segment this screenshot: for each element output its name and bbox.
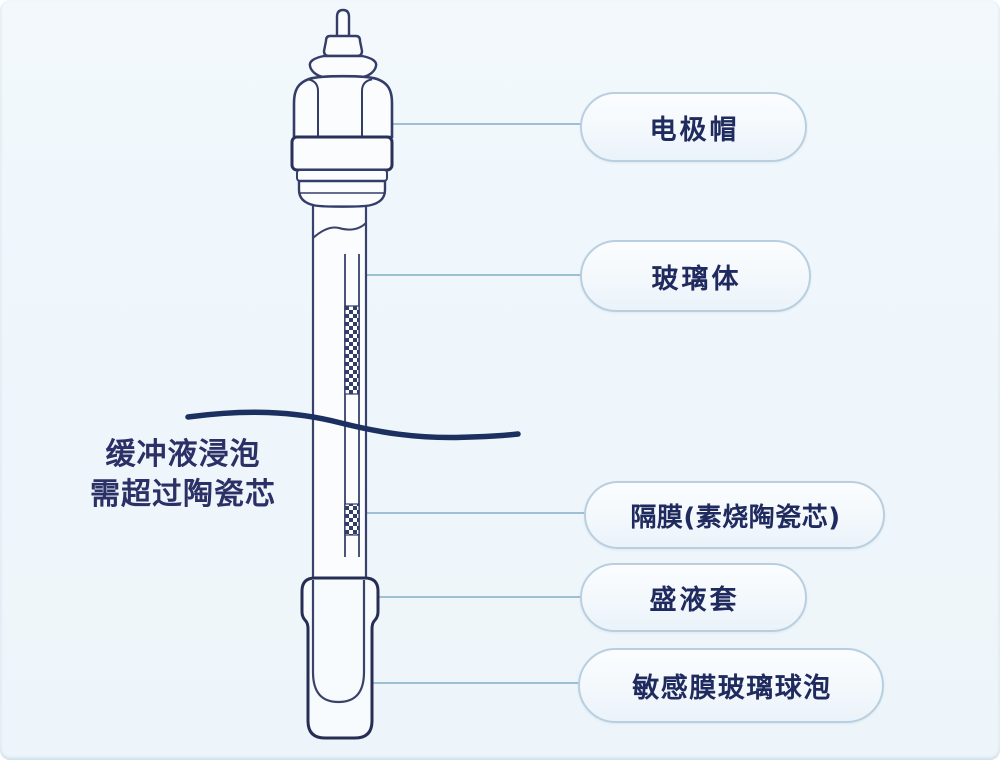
label-pill-sleeve: 盛液套: [580, 563, 807, 632]
pin-base: [322, 34, 364, 58]
buffer-annotation-line1: 缓冲液浸泡: [105, 437, 261, 472]
label-pill-bulb: 敏感膜玻璃球泡: [578, 648, 884, 723]
buffer-annotation: 缓冲液浸泡 需超过陶瓷芯: [78, 435, 288, 515]
leader-lines: [341, 123, 585, 684]
hex-nut: [292, 74, 394, 139]
label-bulb: 敏感膜玻璃球泡: [632, 673, 832, 704]
ceramic-core-diaphragm-pattern: [344, 503, 360, 536]
inner-liquid-meniscus: [312, 222, 367, 239]
label-pill-glass-body: 玻璃体: [580, 240, 811, 312]
label-sleeve: 盛液套: [649, 585, 740, 616]
label-electrode-cap: 电极帽: [649, 114, 740, 146]
connector-pin: [335, 8, 351, 40]
ceramic-core-upper-pattern: [344, 305, 360, 395]
label-pill-electrode-cap: 电极帽: [580, 92, 807, 162]
hex-nut-facets: [307, 78, 373, 137]
label-glass-body: 玻璃体: [651, 263, 742, 295]
cap-shoulder: [297, 179, 387, 208]
label-diaphragm: 隔膜(素烧陶瓷芯): [630, 502, 841, 533]
liquid-sleeve-drawing: [300, 576, 380, 740]
cap-band: [290, 135, 394, 172]
cap-thin-band: [296, 169, 388, 182]
buffer-level-wave: [185, 409, 521, 441]
label-pill-diaphragm: 隔膜(素烧陶瓷芯): [584, 481, 885, 549]
inner-reference-tube: [344, 254, 360, 557]
glass-bulb-drawing: [311, 580, 366, 704]
electrode-cap-drawing: [290, 8, 394, 208]
cap-collar: [308, 54, 378, 79]
buffer-annotation-line2: 需超过陶瓷芯: [90, 477, 276, 512]
